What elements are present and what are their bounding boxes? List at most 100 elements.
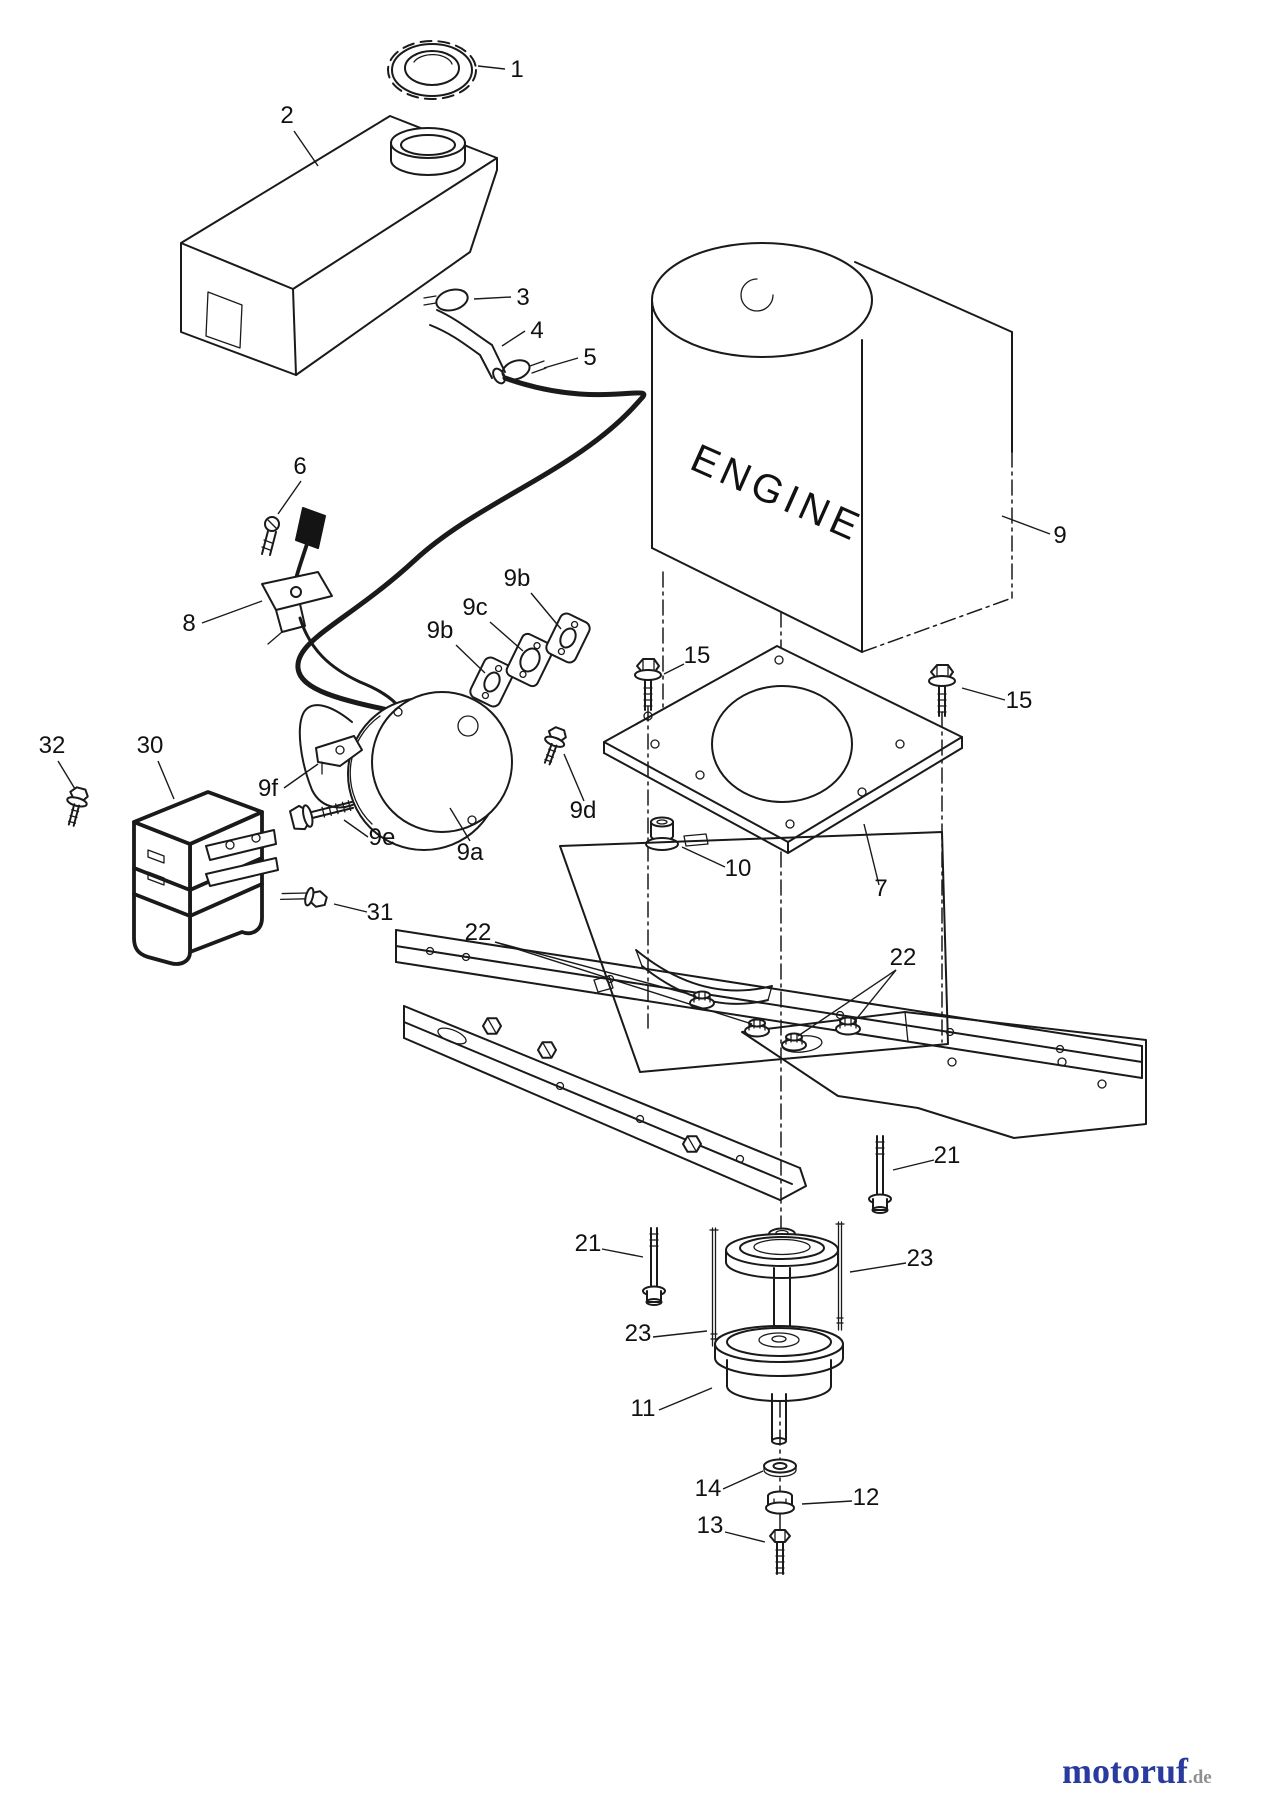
- watermark-link[interactable]: motoruf.de: [1062, 1750, 1212, 1792]
- fuel-line: [295, 375, 647, 715]
- fuel-hose: [429, 309, 506, 385]
- callout-muffler-bolt: 32: [39, 732, 76, 790]
- callout-fuel-hose: 4: [501, 317, 544, 347]
- callout-clamp-upper: 3: [473, 284, 530, 311]
- svg-text:23: 23: [625, 1320, 652, 1347]
- callout-spacer: 10: [681, 846, 752, 882]
- callout-bolt15-right: 15: [961, 687, 1033, 714]
- callout-bolt21-right: 21: [892, 1142, 961, 1171]
- svg-text:9e: 9e: [369, 824, 396, 851]
- callout-throttle-control: 8: [182, 600, 263, 637]
- svg-text:21: 21: [934, 1142, 961, 1169]
- callout-pulley-assembly: 11: [631, 1387, 713, 1422]
- callout-carb-bracket: 9f: [258, 763, 319, 802]
- flange-nut: [781, 1032, 807, 1052]
- blower-housing: [298, 691, 513, 851]
- idler-bolt-left: [642, 1227, 666, 1306]
- frame-assembly: [395, 831, 1147, 1201]
- svg-text:30: 30: [137, 732, 164, 759]
- callout-throttle-screw: 6: [277, 453, 307, 515]
- svg-text:32: 32: [39, 732, 66, 759]
- throttle-screw: [261, 516, 280, 556]
- brake-rod-right: [835, 1221, 845, 1331]
- carb-bolt-9e: [289, 800, 355, 831]
- muffler: [132, 790, 279, 966]
- svg-text:21: 21: [575, 1230, 602, 1257]
- svg-text:9: 9: [1053, 522, 1066, 549]
- svg-text:2: 2: [280, 102, 293, 129]
- callout-fuel-cap: 1: [477, 56, 524, 83]
- callout-spacer-plate: 9c: [462, 594, 524, 652]
- svg-text:3: 3: [516, 284, 529, 311]
- callout-rod23-left: 23: [625, 1320, 708, 1347]
- brake-rod-left: [709, 1227, 719, 1347]
- frame-bolt-head: [682, 1135, 702, 1153]
- engine-bolt-right: [928, 664, 956, 717]
- frame-bolt-head: [482, 1017, 502, 1035]
- engine-bolt-left: [634, 658, 662, 711]
- callout-frame-screw: 31: [333, 899, 394, 926]
- carb-bracket-9f: [315, 735, 363, 775]
- callout-nuts-right: 22: [797, 944, 917, 1037]
- svg-text:13: 13: [697, 1512, 724, 1539]
- muffler-bolt-32: [66, 786, 89, 827]
- watermark-tld: .de: [1187, 1767, 1212, 1788]
- svg-text:4: 4: [530, 317, 543, 344]
- svg-text:9a: 9a: [457, 839, 484, 866]
- callout-bolt21-left: 21: [575, 1230, 644, 1258]
- svg-text:15: 15: [1006, 687, 1033, 714]
- frame-bolt-head: [537, 1041, 557, 1059]
- throttle-cable: [298, 616, 402, 710]
- callout-muffler: 30: [137, 732, 175, 800]
- callout-lock-nut: 12: [801, 1484, 880, 1511]
- lock-nut: [765, 1490, 795, 1515]
- callout-washer: 14: [695, 1470, 764, 1502]
- gasket-upper: [545, 612, 591, 664]
- svg-text:22: 22: [890, 944, 917, 971]
- svg-text:11: 11: [631, 1395, 656, 1422]
- svg-text:31: 31: [367, 899, 394, 926]
- svg-text:10: 10: [725, 855, 752, 882]
- pulley-bolt: [769, 1529, 791, 1575]
- spacer: [645, 816, 679, 851]
- callout-blower-housing: 9a: [449, 807, 484, 866]
- callout-engine: 9: [1001, 515, 1067, 549]
- spacer-plate: [505, 632, 555, 688]
- callout-carb-bolt: 9e: [343, 819, 396, 851]
- svg-text:9b: 9b: [427, 617, 454, 644]
- washer: [763, 1458, 797, 1478]
- svg-text:9f: 9f: [258, 775, 278, 802]
- callout-nuts-left: 22: [465, 919, 753, 1025]
- flange-nut: [744, 1018, 770, 1038]
- svg-text:7: 7: [874, 875, 887, 902]
- hose-clamp-upper: [423, 288, 469, 312]
- callout-pulley-bolt: 13: [697, 1512, 766, 1543]
- callout-fuel-tank: 2: [280, 102, 319, 167]
- frame-screw-31: [279, 886, 328, 908]
- fuel-tank: [180, 115, 498, 376]
- svg-text:12: 12: [853, 1484, 880, 1511]
- flange-bolt-9d: [543, 726, 567, 766]
- fuel-cap: [387, 40, 477, 100]
- svg-text:1: 1: [510, 56, 523, 83]
- callout-gasket-upper: 9b: [504, 565, 562, 630]
- svg-text:23: 23: [907, 1245, 934, 1272]
- throttle-control-lever: [261, 507, 333, 645]
- callout-bolt15-left: 15: [663, 642, 710, 675]
- callout-gasket-lower: 9b: [427, 617, 486, 674]
- flange-nut: [835, 1016, 861, 1036]
- pulley-assembly: [714, 1227, 844, 1445]
- svg-text:6: 6: [293, 453, 306, 480]
- svg-text:22: 22: [465, 919, 492, 946]
- callout-flange-bolt: 9d: [563, 753, 597, 824]
- hose-clamp-lower: [501, 359, 547, 381]
- engine-mount-plate: [603, 645, 963, 854]
- callout-mount-plate: 7: [863, 823, 888, 902]
- engine-box: [651, 242, 1013, 653]
- engine-label: ENGINE: [684, 436, 869, 551]
- svg-text:9d: 9d: [570, 797, 597, 824]
- svg-text:9c: 9c: [462, 594, 487, 621]
- idler-bolt-right: [868, 1135, 892, 1214]
- watermark-brand: motoruf: [1062, 1751, 1188, 1791]
